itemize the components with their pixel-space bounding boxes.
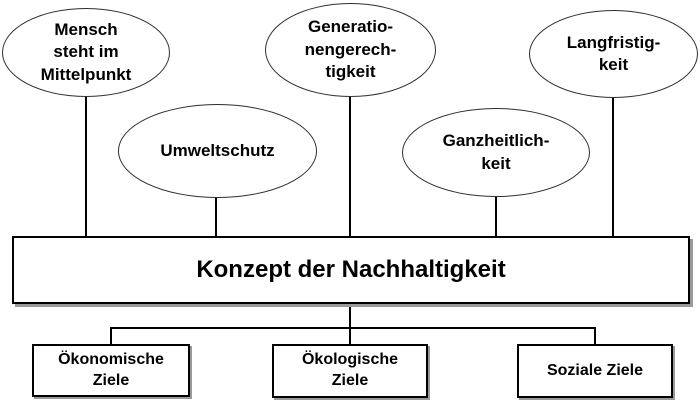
node-langfristigkeit-label: Langfristig- keit <box>566 32 661 74</box>
connector-langfristigkeit-to-concept <box>612 96 614 237</box>
node-soziale-ziele: Soziale Ziele <box>517 344 673 398</box>
node-generationengerechtigkeit-label: Generatio- nengerech- tigkeit <box>304 17 397 82</box>
node-langfristigkeit: Langfristig- keit <box>529 10 698 98</box>
node-oekologische-ziele-label: Ökologische Ziele <box>301 351 399 389</box>
connector-drop-oekonomische <box>110 327 112 345</box>
node-ganzheitlichkeit: Ganzheitlich- keit <box>402 108 590 197</box>
node-soziale-ziele-label: Soziale Ziele <box>546 361 644 379</box>
node-oekonomische-ziele: Ökonomische Ziele <box>32 344 190 397</box>
connector-generationengerechtigkeit-to-concept <box>349 95 351 237</box>
connector-mensch-to-concept <box>85 95 87 237</box>
central-concept-label: Konzept der Nachhaltigkeit <box>196 256 506 283</box>
node-generationengerechtigkeit: Generatio- nengerech- tigkeit <box>265 3 436 97</box>
connector-umweltschutz-to-concept <box>215 196 217 237</box>
node-ganzheitlichkeit-label: Ganzheitlich- keit <box>442 131 550 173</box>
node-umweltschutz-label: Umweltschutz <box>160 140 275 160</box>
node-konzept-der-nachhaltigkeit: Konzept der Nachhaltigkeit <box>12 236 690 304</box>
node-mensch-label: Mensch steht im Mittelpunkt <box>40 19 132 84</box>
node-oekologische-ziele: Ökologische Ziele <box>272 344 428 398</box>
connector-ganzheitlichkeit-to-concept <box>495 195 497 237</box>
node-umweltschutz: Umweltschutz <box>118 104 317 198</box>
connector-drop-soziale <box>594 327 596 345</box>
connector-concept-to-goals-stem <box>349 304 351 345</box>
connector-goals-horizontal <box>110 327 596 329</box>
node-mensch-steht-im-mittelpunkt: Mensch steht im Mittelpunkt <box>2 8 170 97</box>
node-oekonomische-ziele-label: Ökonomische Ziele <box>58 350 164 389</box>
